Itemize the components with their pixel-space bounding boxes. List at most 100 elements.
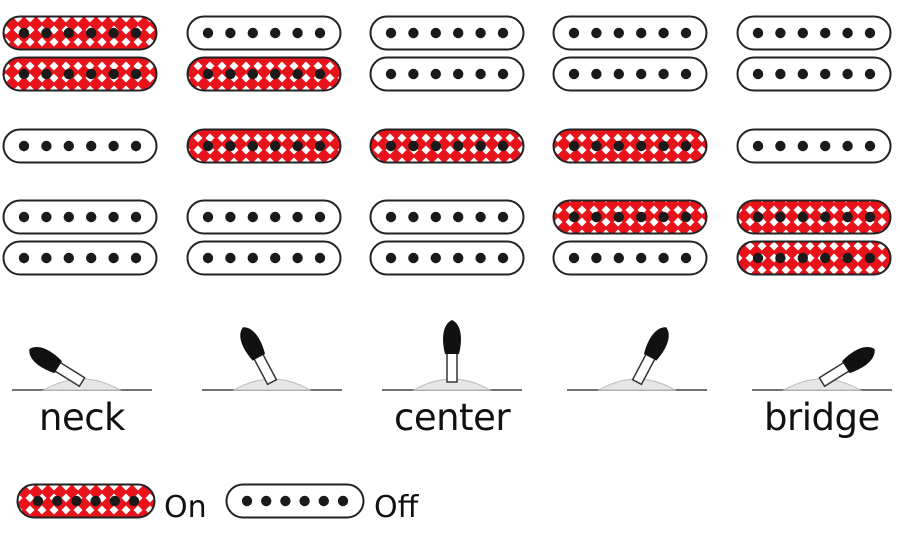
- pickup-coil-icon: [16, 483, 156, 519]
- pole-piece: [775, 211, 786, 223]
- pole-piece: [63, 211, 74, 223]
- pole-piece: [408, 211, 419, 223]
- pole-piece: [292, 211, 303, 223]
- pole-piece: [41, 27, 52, 39]
- pole-piece: [864, 211, 876, 223]
- pole-piece: [613, 211, 624, 223]
- pole-piece: [63, 140, 74, 152]
- pole-piece: [292, 27, 303, 39]
- pole-piece: [202, 140, 214, 152]
- pole-piece: [202, 252, 214, 264]
- pole-piece: [41, 140, 52, 152]
- pickup-coil-0-0-1: [2, 56, 158, 92]
- pole-piece: [202, 211, 214, 223]
- pole-piece: [314, 140, 326, 152]
- pole-piece: [225, 252, 236, 264]
- pickup-coil-2-0-0: [369, 15, 525, 51]
- pickup-coil-icon: [552, 240, 708, 276]
- pickup-coil-4-0-1: [736, 56, 892, 92]
- pole-piece: [497, 27, 509, 39]
- pole-piece: [775, 252, 786, 264]
- pole-piece: [63, 252, 74, 264]
- pickup-coil-3-2-1: [552, 240, 708, 276]
- pole-piece: [385, 211, 397, 223]
- pickup-coil-icon: [2, 128, 158, 164]
- pickup-coil-icon: [736, 240, 892, 276]
- pole-piece: [613, 252, 624, 264]
- pickup-coil-0-0-0: [2, 15, 158, 51]
- pole-piece: [636, 140, 647, 152]
- pole-piece: [430, 27, 441, 39]
- pickup-coil-icon: [369, 56, 525, 92]
- pickup-coil-icon: [2, 199, 158, 235]
- pole-piece: [658, 252, 669, 264]
- pole-piece: [842, 27, 853, 39]
- pole-piece: [864, 252, 876, 264]
- pole-piece: [680, 27, 692, 39]
- pole-piece: [497, 68, 509, 80]
- pole-piece: [680, 140, 692, 152]
- pole-piece: [202, 27, 214, 39]
- pole-piece: [385, 27, 397, 39]
- pole-piece: [63, 68, 74, 80]
- pole-piece: [797, 140, 808, 152]
- pole-piece: [453, 68, 464, 80]
- pole-piece: [314, 252, 326, 264]
- selector-switch-icon: [202, 327, 342, 391]
- pickup-coil-1-0-0: [186, 15, 342, 51]
- pole-piece: [314, 211, 326, 223]
- pickup-coil-icon: [736, 199, 892, 235]
- pole-piece: [32, 495, 44, 507]
- pole-piece: [130, 140, 142, 152]
- pole-piece: [568, 68, 580, 80]
- pickup-coil-2-2-1: [369, 240, 525, 276]
- pickup-coil-icon: [552, 128, 708, 164]
- pole-piece: [752, 27, 764, 39]
- pole-piece: [680, 211, 692, 223]
- pickup-coil-4-0-0: [736, 15, 892, 51]
- switch-base: [42, 378, 122, 391]
- pole-piece: [453, 211, 464, 223]
- pole-piece: [820, 211, 831, 223]
- pole-piece: [475, 252, 486, 264]
- pickup-grid: [2, 15, 892, 276]
- pole-piece: [41, 68, 52, 80]
- pickup-coil-icon: [369, 240, 525, 276]
- switch-lever: [29, 347, 86, 388]
- switch-lever: [818, 347, 875, 388]
- pole-piece: [636, 68, 647, 80]
- pole-piece: [636, 211, 647, 223]
- pole-piece: [752, 140, 764, 152]
- pole-piece: [453, 252, 464, 264]
- pickup-coil-icon: [552, 199, 708, 235]
- pole-piece: [797, 68, 808, 80]
- pole-piece: [591, 140, 602, 152]
- pole-piece: [864, 68, 876, 80]
- legend-off-label: Off: [374, 490, 419, 525]
- pole-piece: [18, 68, 30, 80]
- pickup-coil-4-2-0: [736, 199, 892, 235]
- pole-piece: [613, 68, 624, 80]
- pole-piece: [430, 140, 441, 152]
- pickup-coil-2-0-1: [369, 56, 525, 92]
- pole-piece: [130, 27, 142, 39]
- pole-piece: [752, 252, 764, 264]
- pickup-coil-0-1-0: [2, 128, 158, 164]
- pole-piece: [225, 27, 236, 39]
- pickup-coil-1-2-1: [186, 240, 342, 276]
- pole-piece: [63, 27, 74, 39]
- legend-off-coil: [225, 483, 365, 519]
- pole-piece: [270, 211, 281, 223]
- pole-piece: [86, 68, 97, 80]
- pole-piece: [90, 495, 101, 507]
- pole-piece: [752, 68, 764, 80]
- selector-switch-icon: [752, 347, 892, 391]
- pole-piece: [314, 68, 326, 80]
- pole-piece: [864, 27, 876, 39]
- pickup-coil-icon: [736, 56, 892, 92]
- pickup-coil-icon: [736, 128, 892, 164]
- pole-piece: [842, 211, 853, 223]
- pickup-coil-icon: [186, 56, 342, 92]
- pickup-coil-icon: [2, 240, 158, 276]
- pole-piece: [658, 27, 669, 39]
